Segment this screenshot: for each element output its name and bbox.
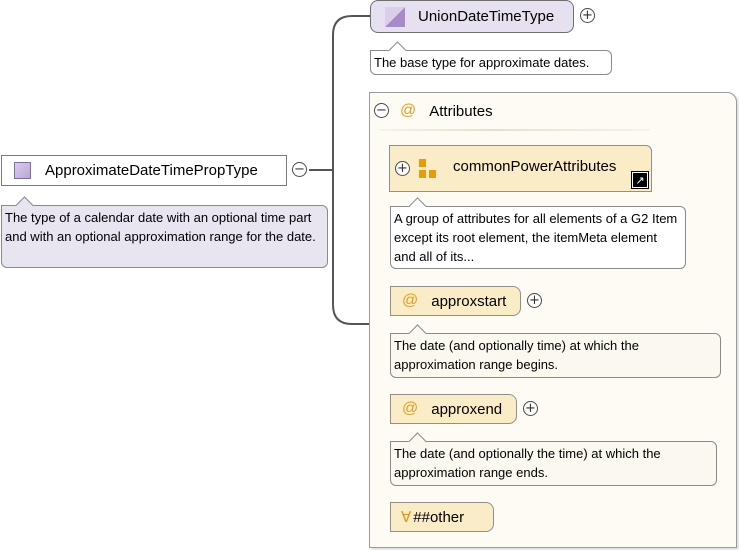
expand-toggle-union[interactable]: + [580, 8, 595, 23]
doc-text: The type of a calendar date with an opti… [5, 210, 316, 244]
union-documentation: The base type for approximate dates. [370, 41, 612, 75]
attribute-group-icon [419, 158, 436, 178]
complex-type-icon [14, 162, 31, 179]
attributes-title: Attributes [429, 102, 493, 120]
attribute-name: approxstart [431, 292, 507, 310]
attribute-at-icon: @ [402, 292, 419, 309]
toggle-glyph: + [397, 161, 408, 176]
any-attribute-icon: ∀ [401, 508, 412, 526]
group-documentation: A group of attributes for all elements o… [390, 197, 686, 269]
main-type-documentation: The type of a calendar date with an opti… [1, 196, 328, 268]
common-power-attributes-group[interactable]: + commonPowerAttributes [389, 145, 652, 192]
union-date-time-type-node[interactable]: UnionDateTimeType [370, 0, 574, 33]
expand-toggle-group[interactable]: + [395, 161, 410, 176]
doc-text: A group of attributes for all elements o… [394, 211, 678, 264]
any-attribute-label: ##other [413, 508, 465, 526]
toggle-glyph: + [582, 8, 593, 23]
approximate-date-time-prop-type-node[interactable]: ApproximateDateTimePropType [1, 155, 287, 186]
toggle-glyph: − [294, 162, 305, 177]
group-name: commonPowerAttributes [453, 158, 617, 175]
attributes-header: @ Attributes [400, 100, 493, 122]
expand-toggle-approxstart[interactable]: + [527, 293, 542, 308]
toggle-glyph: + [529, 293, 540, 308]
attributes-divider [380, 129, 650, 131]
approxstart-documentation: The date (and optionally time) at which … [390, 324, 721, 378]
approxstart-attribute[interactable]: @ approxstart [390, 286, 521, 316]
approxend-documentation: The date (and optionally the time) at wh… [390, 432, 717, 486]
any-attribute-other[interactable]: ∀ ##other [390, 502, 494, 532]
simple-type-icon [385, 6, 405, 27]
approxend-attribute[interactable]: @ approxend [390, 394, 517, 424]
doc-text: The date (and optionally the time) at wh… [394, 446, 661, 480]
attribute-at-icon: @ [400, 102, 417, 119]
collapse-toggle-main[interactable]: − [292, 162, 307, 177]
toggle-glyph: + [525, 401, 536, 416]
union-name: UnionDateTimeType [418, 8, 555, 25]
attribute-at-icon: @ [402, 400, 419, 417]
expand-toggle-approxend[interactable]: + [523, 401, 538, 416]
collapse-toggle-attributes[interactable]: − [374, 103, 389, 118]
type-name: ApproximateDateTimePropType [45, 162, 258, 179]
attribute-name: approxend [431, 400, 503, 418]
reference-link-icon[interactable]: ↗ [631, 171, 649, 189]
toggle-glyph: − [376, 103, 387, 118]
link-glyph: ↗ [635, 173, 645, 187]
doc-text: The base type for approximate dates. [374, 55, 590, 70]
doc-text: The date (and optionally time) at which … [394, 338, 639, 372]
